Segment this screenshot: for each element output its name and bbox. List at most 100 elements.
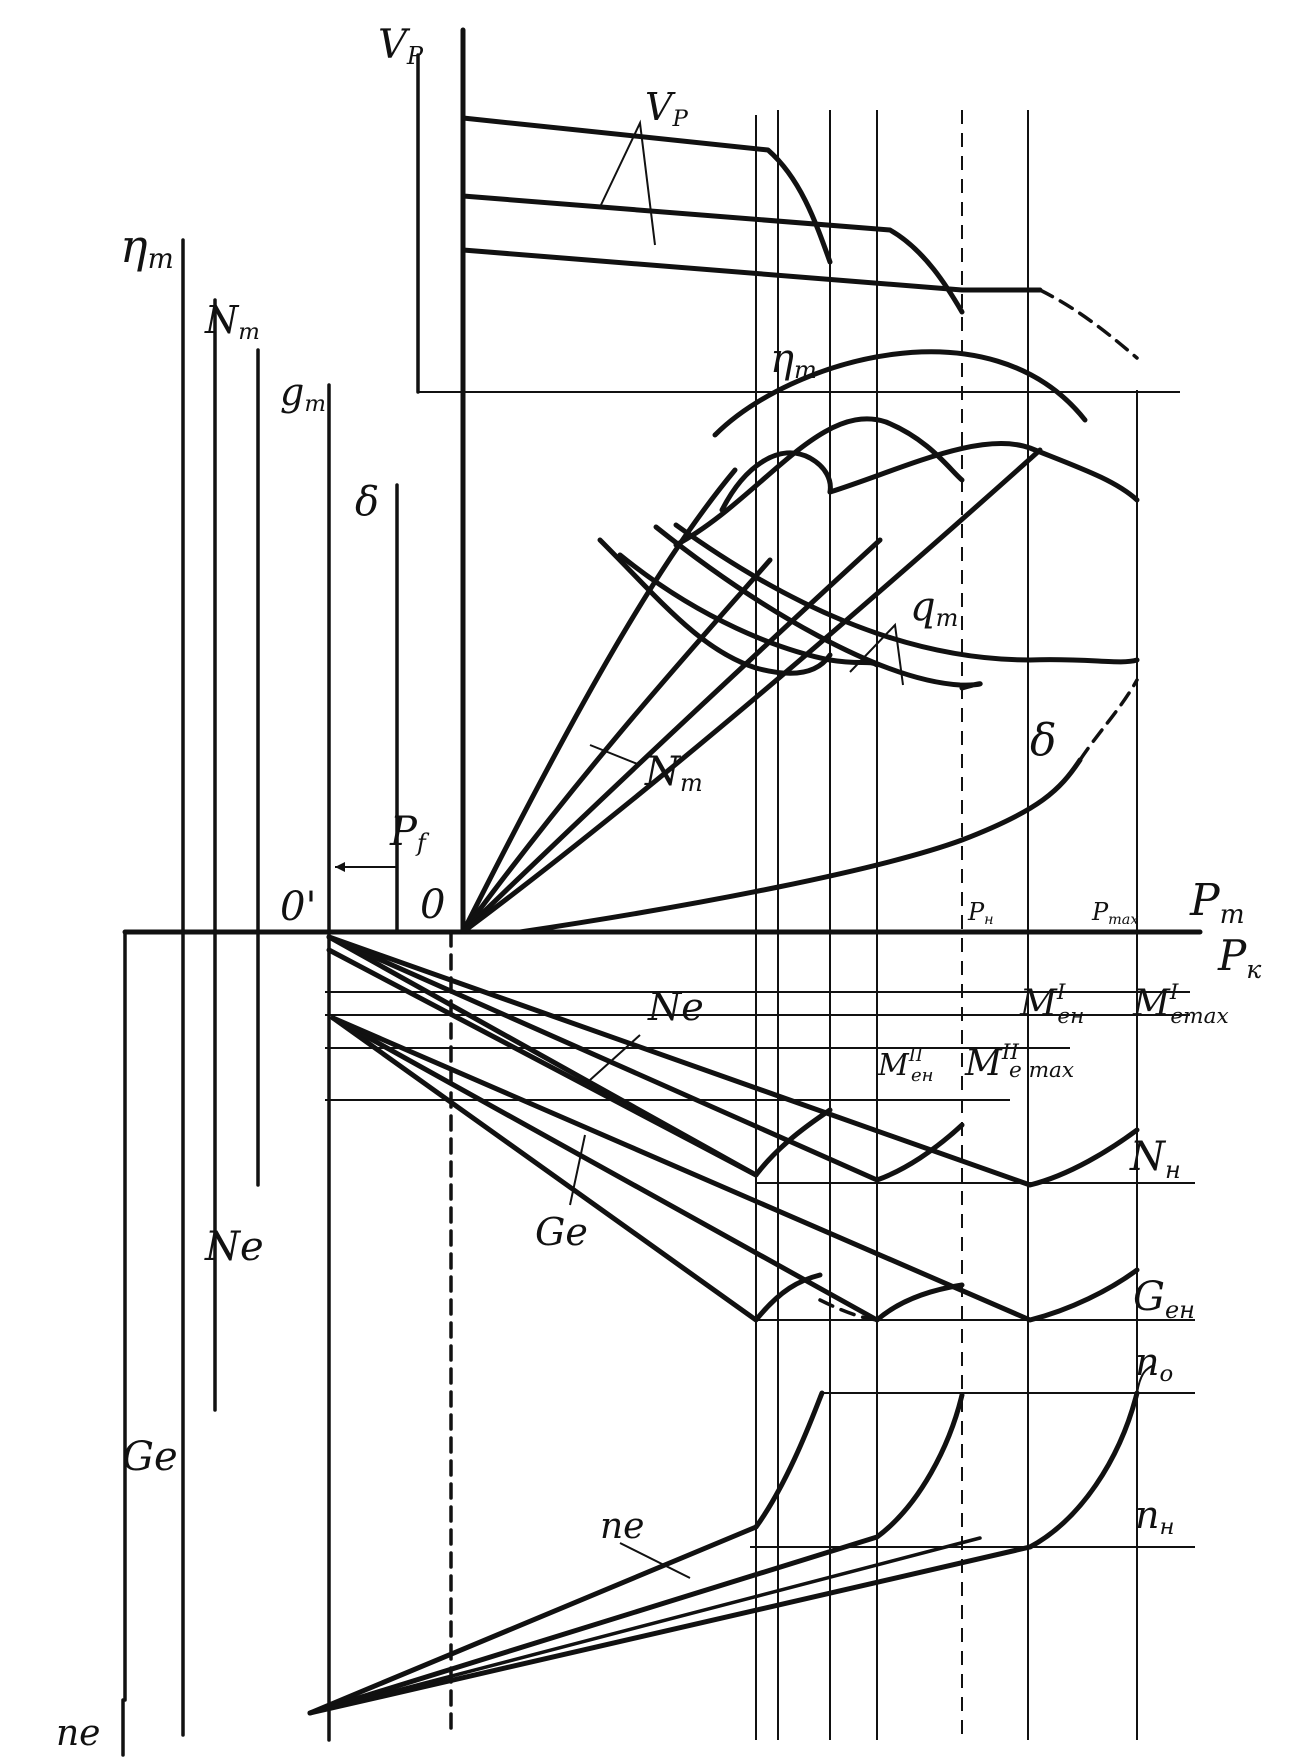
reference-horizontals: [325, 991, 1195, 1548]
vp-pointer: [599, 119, 656, 246]
vp-curve-text: V: [645, 85, 676, 129]
nt-ray-3: [460, 537, 883, 935]
eta-curve-2: [673, 416, 965, 548]
pf-arrow-head: [335, 862, 345, 872]
label-ge-curve: Ge: [535, 1210, 588, 1254]
ge-line-2: [330, 1015, 965, 1323]
qt-curve-2: [617, 552, 880, 668]
label-nt-curve: Nт: [644, 749, 703, 797]
nt-curves: [460, 447, 1043, 935]
vp-curve-2: [460, 193, 965, 315]
delta-curve-dashed: [1078, 678, 1139, 762]
nn-sub: н: [1159, 1514, 1174, 1540]
n0-sub: o: [1159, 1361, 1173, 1387]
nt-ray-4: [460, 447, 1043, 935]
pk-axis-sub: к: [1246, 955, 1262, 984]
eta-curve-sub: т: [794, 356, 817, 384]
vp-curve-3-dashed: [1038, 288, 1139, 360]
nt-curve-sub: т: [680, 769, 703, 797]
eta-curve-3: [827, 441, 1140, 503]
nh-text: N: [1129, 1134, 1167, 1180]
ne-line-3: [326, 934, 1140, 1188]
label-nn: nн: [1135, 1493, 1175, 1540]
me-h-2-sup: II: [908, 1045, 924, 1066]
me-h-2-sub: eн: [911, 1065, 934, 1086]
vp-axis-sub: P: [406, 42, 424, 70]
nt-ray-1: [460, 467, 738, 935]
pt-axis-text: P: [1189, 875, 1221, 926]
label-eta-axis: ηт: [120, 219, 174, 275]
label-nt-axis: Nт: [204, 298, 260, 345]
nh-sub: н: [1165, 1156, 1181, 1184]
label-origin-prime: 0': [280, 884, 316, 930]
ne-pointer: [589, 1034, 641, 1081]
geh-text: G: [1133, 1274, 1165, 1320]
ge-line-1: [330, 1015, 823, 1323]
label-gt-axis: gт: [280, 370, 326, 417]
nt-pointer: [589, 744, 641, 766]
n-line-4: [308, 1536, 982, 1715]
label-vp-axis: VP: [378, 22, 424, 70]
qt-curve-1: [597, 537, 833, 676]
qt-curves: [597, 522, 1140, 691]
eta-axis-text: η: [120, 219, 148, 273]
n0-cap: [1136, 1364, 1156, 1394]
geh-sub: eн: [1165, 1296, 1195, 1324]
label-geh: Geн: [1133, 1274, 1195, 1324]
delta-curve: [517, 757, 1083, 935]
delta-curves: [517, 678, 1139, 935]
eta-curve-text: η: [770, 336, 794, 382]
n-curves: [307, 1364, 1156, 1716]
ge-curves: [330, 1015, 1140, 1323]
vp-curve-3: [460, 247, 1043, 293]
label-eta-curve: ηт: [770, 336, 817, 384]
gt-axis-sub: т: [304, 391, 326, 417]
eta-curve-1: [712, 349, 1088, 438]
label-pf: Pf: [389, 809, 430, 857]
vp-curves: [460, 115, 1139, 360]
ge-line-3: [330, 1015, 1140, 1323]
nn-text: n: [1135, 1493, 1159, 1537]
ne-small-pointer: [619, 1542, 691, 1579]
pt-axis-sub: т: [1220, 899, 1245, 930]
label-delta-curve: δ: [1030, 715, 1057, 766]
pf-marker: [335, 862, 397, 872]
ge-dashed-link: [818, 1298, 879, 1322]
ne-curves: [326, 934, 1140, 1188]
vp-curve-1: [460, 115, 833, 265]
label-pk-axis: Pк: [1217, 931, 1262, 984]
label-pn-small: Pн: [967, 898, 994, 928]
me-h-1-sup: I: [1056, 980, 1066, 1005]
label-pt-axis: Pт: [1189, 875, 1245, 930]
qt-curve-3: [653, 524, 983, 691]
eta-axis-sub: т: [148, 242, 174, 275]
label-ne-axis: Ne: [204, 1224, 264, 1270]
gt-axis-text: g: [280, 370, 304, 414]
n-line-1: [307, 1390, 825, 1716]
label-pmax-small: Pmax: [1091, 898, 1139, 928]
qt-curve-4: [673, 522, 1140, 665]
me-h-2-text: M: [877, 1048, 910, 1083]
pmax-small-sub: max: [1108, 912, 1138, 928]
label-ne-small-curve: ne: [600, 1506, 645, 1547]
me-h-1-text: M: [1019, 983, 1058, 1024]
me-max-1-sup: I: [1169, 980, 1179, 1005]
label-gt-curve: qт: [910, 584, 958, 632]
gt-curve-text: q: [910, 584, 936, 630]
label-vp-curve: VP: [645, 85, 688, 132]
vp-axis-text: V: [378, 22, 411, 68]
me-max-1-sub: emax: [1170, 1004, 1228, 1029]
pmax-small-text: P: [1091, 898, 1109, 926]
pn-small-sub: н: [984, 912, 993, 928]
axes: [121, 27, 1203, 1757]
label-ne-curve: Ne: [647, 985, 704, 1029]
me-max-2-sub: e max: [1009, 1058, 1074, 1083]
gt-curve-sub: т: [936, 604, 959, 632]
label-nh: Nн: [1129, 1134, 1181, 1184]
label-n0: no: [1135, 1340, 1173, 1387]
